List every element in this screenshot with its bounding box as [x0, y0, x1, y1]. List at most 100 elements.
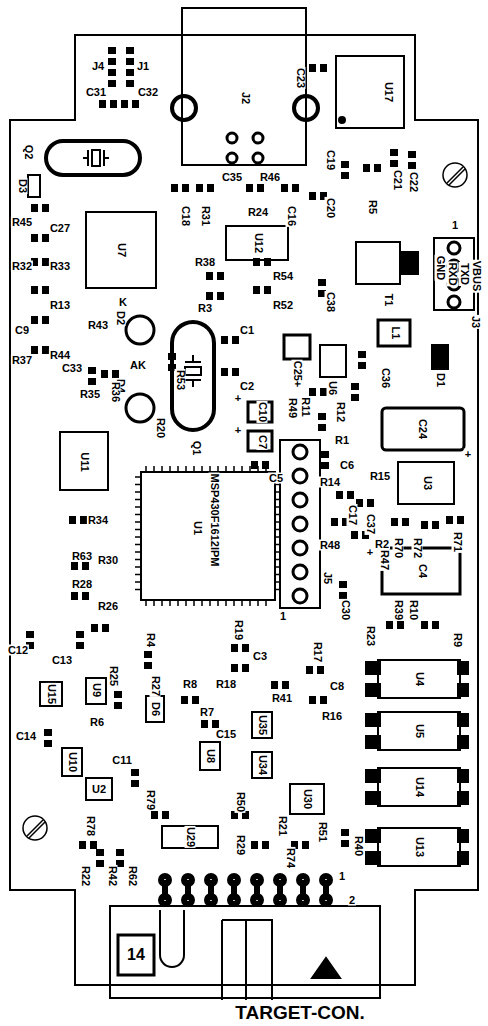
silkscreen-label: J1: [136, 61, 150, 72]
connector-key: [118, 935, 154, 975]
led-outline: [126, 316, 154, 422]
silkscreen-label: U15: [46, 683, 57, 705]
silkscreen-label: C6: [339, 460, 355, 471]
silkscreen-label: U2: [91, 784, 107, 795]
silkscreen-label: MSP430F1612IPM: [209, 473, 220, 568]
silkscreen-label: R50: [235, 791, 246, 813]
silkscreen-label: R11: [300, 396, 311, 418]
silkscreen-label: U34: [257, 754, 268, 776]
silkscreen-label: R21: [277, 815, 288, 837]
silkscreen-label: R3: [197, 303, 213, 314]
silkscreen-label: R12: [335, 401, 346, 423]
silkscreen-label: C17: [347, 504, 358, 526]
silkscreen-label: R15: [369, 471, 391, 482]
usb-connector: [182, 8, 306, 165]
silkscreen-label: J3: [470, 315, 481, 329]
silkscreen-label: R13: [49, 300, 71, 311]
silkscreen-label: J4: [91, 61, 105, 72]
silkscreen-label: R53: [175, 369, 186, 391]
power-module: [366, 660, 468, 866]
silkscreen-label: R49: [287, 397, 298, 419]
silkscreen-label: U8: [205, 748, 216, 764]
silkscreen-label: R46: [259, 172, 281, 183]
header-pins: [161, 876, 330, 904]
silkscreen-label: U1: [192, 520, 203, 536]
silkscreen-label: R14: [319, 477, 341, 488]
silkscreen-label: R26: [97, 601, 119, 612]
silkscreen-label: C10: [257, 401, 268, 423]
ic-package: [226, 226, 288, 260]
diode-body: [432, 345, 448, 369]
silkscreen-label: R47: [379, 549, 390, 571]
silkscreen-label: R63: [71, 551, 93, 562]
silkscreen-label: 14: [126, 947, 146, 963]
silkscreen-label: R78: [85, 815, 96, 837]
silkscreen-label: R72: [412, 537, 423, 559]
usb-pins: [227, 133, 263, 163]
silkscreen-label: R6: [89, 717, 105, 728]
silkscreen-label: C19: [325, 149, 336, 171]
pin-header: [434, 238, 474, 310]
silkscreen-label: K: [118, 297, 128, 308]
silkscreen-label: TARGET-CON.: [234, 1003, 365, 1022]
silkscreen-label: L1: [390, 326, 401, 341]
smd-pads: [26, 47, 464, 867]
silkscreen-label: R19: [233, 619, 244, 641]
regulator-body: [356, 242, 400, 284]
silkscreen-label: U29: [185, 826, 196, 848]
silkscreen-label: C2: [239, 381, 255, 392]
silkscreen-label: R62: [127, 865, 138, 887]
silkscreen-label: C18: [180, 205, 191, 227]
silkscreen-label: C37: [365, 513, 376, 535]
silkscreen-label: U4: [414, 671, 425, 687]
silkscreen-label: R36: [110, 381, 121, 403]
silkscreen-label: C5: [268, 473, 284, 484]
silkscreen-label: R31: [200, 205, 211, 227]
silkscreen-label: R48: [319, 540, 341, 551]
pin1-mark: [339, 117, 345, 123]
silkscreen-label: R41: [271, 693, 293, 704]
ic-package: [60, 432, 108, 490]
silkscreen-label: R39: [393, 599, 404, 621]
connector-latch: [222, 920, 272, 1000]
silkscreen-label: C8: [329, 681, 345, 692]
crystal-symbol: [185, 355, 201, 387]
silkscreen-label: RXD: [447, 261, 458, 286]
silkscreen-label: R25: [108, 665, 119, 687]
silkscreen-label: J5: [322, 571, 333, 585]
silkscreen-label: C27: [49, 223, 71, 234]
diode-body: [28, 175, 40, 197]
silkscreen-label: +: [234, 425, 242, 436]
silkscreen-label: C23: [295, 67, 306, 89]
silkscreen-label: R18: [215, 679, 237, 690]
silkscreen-label: AK: [129, 360, 147, 371]
silkscreen-label: R2: [374, 539, 390, 550]
silkscreen-label: C7: [257, 434, 268, 450]
silkscreen-label: R42: [107, 865, 118, 887]
silkscreen-label: C33: [61, 363, 83, 374]
silkscreen-label: GND: [435, 255, 446, 281]
silkscreen-label: R8: [182, 679, 198, 690]
silkscreen-label: C21: [392, 169, 403, 191]
silkscreen-label: R44: [49, 350, 71, 361]
silkscreen-label: R20: [155, 417, 166, 439]
silkscreen-label: R10: [408, 599, 419, 621]
board-outline: [10, 35, 478, 985]
regulator-tab: [400, 252, 418, 274]
silkscreen-label: R1: [334, 435, 350, 446]
silkscreen-label: U9: [91, 682, 102, 698]
silkscreen-label: U12: [253, 232, 264, 254]
silkscreen-label: U13: [414, 836, 425, 858]
silkscreen-label: T1: [383, 293, 394, 308]
silkscreen-label: D2: [115, 310, 126, 326]
silkscreen-label: R38: [194, 257, 216, 268]
silkscreen-label: C22: [408, 171, 419, 193]
silkscreen-label: C3: [252, 651, 268, 662]
pin1-triangle: [312, 958, 340, 978]
silkscreen-label: C30: [340, 599, 351, 621]
silkscreen-label: C15: [215, 729, 237, 740]
silkscreen-label: U7: [116, 242, 127, 258]
silkscreen-label: U35: [257, 714, 268, 736]
